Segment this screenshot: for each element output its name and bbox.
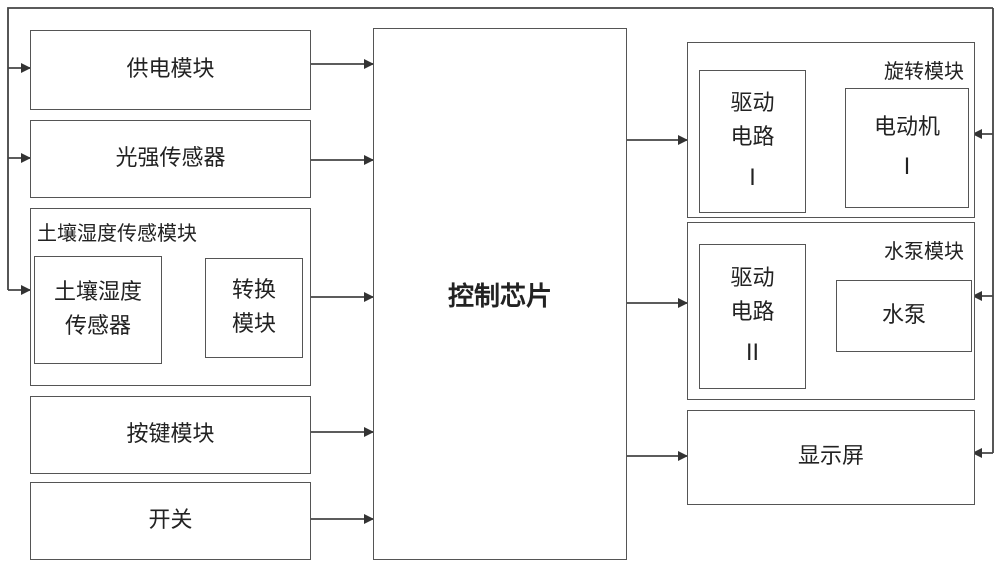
drive-circuit-2-box: 驱动 电路 II [699, 244, 806, 389]
power-module-box: 供电模块 [30, 30, 311, 110]
convert-line1: 转换 [231, 277, 276, 303]
switch-box: 开关 [30, 482, 311, 560]
switch-label: 开关 [148, 507, 193, 533]
keys-module-label: 按键模块 [126, 421, 215, 447]
drive1-line1: 驱动 [730, 91, 775, 117]
control-chip-box: 控制芯片 [373, 28, 627, 560]
pump-module-title: 水泵模块 [884, 239, 964, 263]
pump-label: 水泵 [881, 302, 926, 328]
power-module-label: 供电模块 [126, 56, 215, 82]
keys-module-box: 按键模块 [30, 396, 311, 474]
drive1-line2: 电路 [730, 125, 775, 151]
drive2-number: II [746, 340, 759, 366]
motor-label: 电动机 [873, 114, 940, 140]
rotation-module-title: 旋转模块 [884, 59, 964, 83]
motor-number: I [903, 155, 911, 180]
drive1-number: I [749, 165, 756, 191]
motor-box: 电动机 I [845, 88, 969, 208]
soil-moisture-sensor-box: 土壤湿度 传感器 [34, 256, 162, 364]
drive2-line2: 电路 [730, 300, 775, 326]
drive-circuit-1-box: 驱动 电路 I [699, 70, 806, 213]
convert-module-box: 转换 模块 [205, 258, 303, 358]
light-sensor-box: 光强传感器 [30, 120, 311, 198]
display-label: 显示屏 [797, 444, 864, 470]
light-sensor-label: 光强传感器 [115, 145, 226, 171]
soil-moisture-module-title: 土壤湿度传感模块 [37, 221, 197, 245]
soil-sensor-line1: 土壤湿度 [53, 279, 142, 305]
control-chip-label: 控制芯片 [447, 281, 552, 312]
display-box: 显示屏 [687, 410, 975, 505]
pump-box: 水泵 [836, 280, 972, 352]
soil-sensor-line2: 传感器 [64, 314, 131, 339]
power-bus-left [7, 7, 993, 290]
drive2-line1: 驱动 [730, 266, 775, 292]
convert-line2: 模块 [231, 312, 276, 337]
